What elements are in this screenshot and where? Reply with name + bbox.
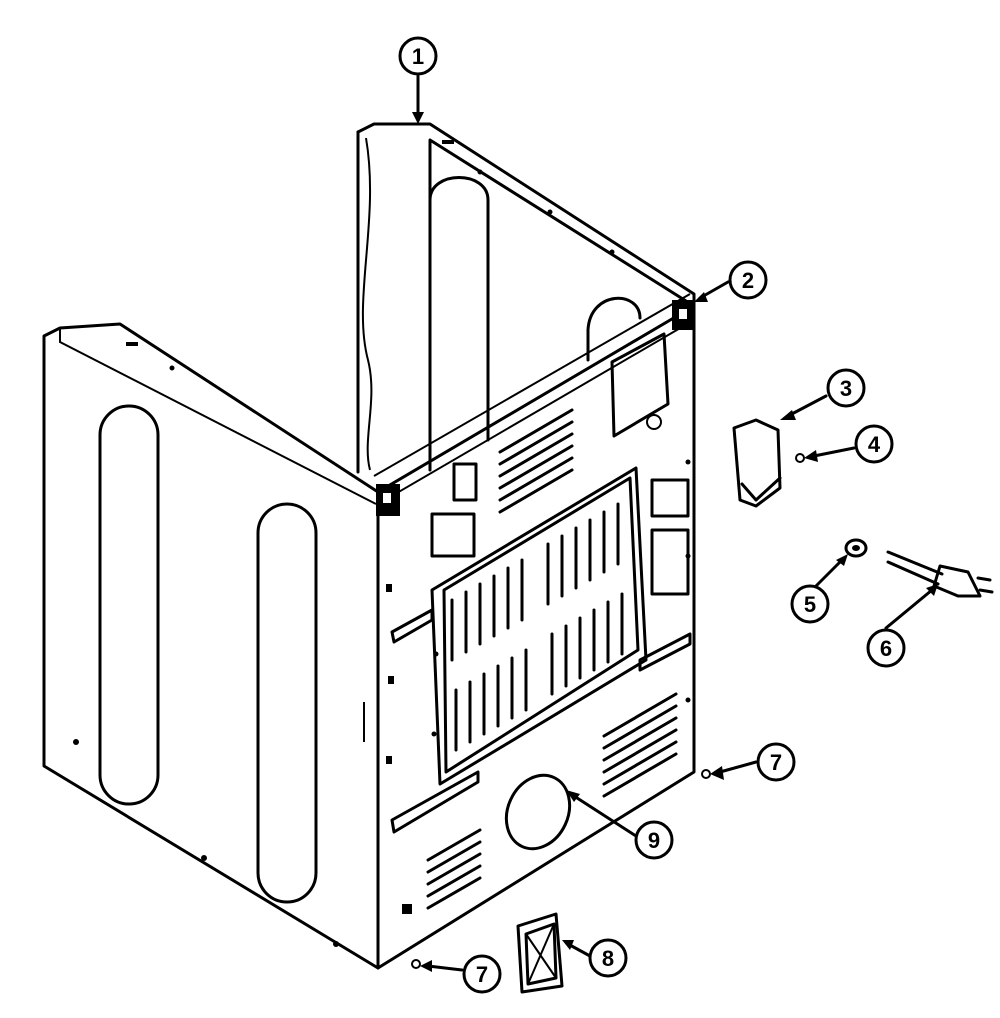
callout-4: 4 bbox=[854, 424, 894, 464]
callout-2: 2 bbox=[728, 260, 768, 300]
callout-3: 3 bbox=[826, 368, 866, 408]
vent-lower-left bbox=[426, 828, 482, 910]
svg-text:9: 9 bbox=[648, 828, 660, 853]
callout-7-right: 7 bbox=[756, 742, 796, 782]
callout-5: 5 bbox=[790, 584, 830, 624]
leader-lines bbox=[412, 74, 938, 972]
part-power-cord bbox=[886, 550, 994, 598]
callout-8: 8 bbox=[588, 938, 628, 978]
part-screw-7-right bbox=[701, 769, 711, 779]
callout-7-bottom: 7 bbox=[462, 954, 502, 994]
callout-6: 6 bbox=[866, 628, 906, 668]
cabinet bbox=[42, 122, 696, 970]
svg-text:4: 4 bbox=[868, 432, 881, 457]
svg-text:2: 2 bbox=[742, 268, 754, 293]
callout-9: 9 bbox=[634, 820, 674, 860]
part-cover-plate bbox=[516, 912, 564, 994]
svg-text:1: 1 bbox=[412, 44, 424, 69]
center-grille bbox=[430, 466, 648, 786]
part-screw-7-bottom bbox=[411, 959, 421, 969]
part-strain-relief bbox=[732, 418, 782, 508]
callout-1: 1 bbox=[398, 36, 438, 76]
svg-text:3: 3 bbox=[840, 376, 852, 401]
svg-text:5: 5 bbox=[804, 592, 816, 617]
svg-text:8: 8 bbox=[602, 946, 614, 971]
svg-text:7: 7 bbox=[770, 750, 782, 775]
vent-lower-right bbox=[602, 692, 678, 798]
part-grommet bbox=[844, 538, 868, 558]
part-screw-4 bbox=[795, 453, 805, 463]
svg-text:7: 7 bbox=[476, 962, 488, 987]
svg-text:6: 6 bbox=[880, 636, 892, 661]
vent-upper bbox=[498, 408, 574, 514]
